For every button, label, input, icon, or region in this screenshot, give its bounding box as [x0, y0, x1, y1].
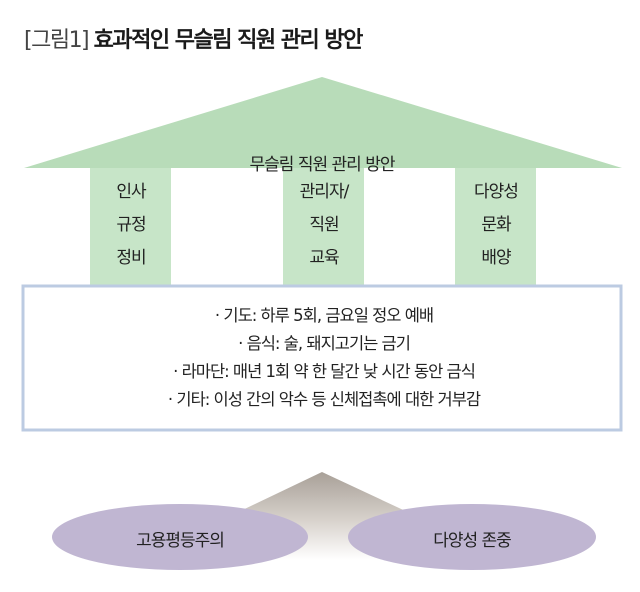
- base-ellipse-left: [52, 504, 308, 570]
- figure-number: [그림1]: [24, 28, 90, 53]
- base-label-right: 다양성 존중: [433, 531, 512, 551]
- foundation-item: · 음식: 술, 돼지고기는 금기: [238, 334, 411, 353]
- pillar-1: [90, 168, 171, 286]
- foundation-list: · 기도: 하루 5회, 금요일 정오 예배 · 음식: 술, 돼지고기는 금기…: [24, 302, 624, 414]
- roof: [24, 77, 622, 168]
- pillar-line: 배양: [481, 248, 511, 268]
- pillar-line: 정비: [116, 248, 146, 268]
- roof-label: 무슬림 직원 관리 방안: [249, 155, 396, 175]
- pillar-line: 규정: [116, 215, 146, 235]
- pillar-3: [455, 168, 536, 286]
- foundation-item: · 라마단: 매년 1회 약 한 달간 낮 시간 동안 금식: [173, 362, 476, 381]
- foundation-box: [21, 284, 623, 432]
- figure-title-text: 효과적인 무슬림 직원 관리 방안: [93, 28, 364, 53]
- pillar-line: 관리자/: [299, 182, 350, 202]
- pillar-line: 문화: [481, 215, 511, 235]
- foundation-item: · 기도: 하루 5회, 금요일 정오 예배: [214, 306, 434, 325]
- figure-title: [그림1] 효과적인 무슬림 직원 관리 방안: [24, 22, 364, 54]
- pillar-2: [283, 168, 364, 286]
- pillar-label-2: 관리자/ 직원 교육: [283, 176, 365, 275]
- pillar-label-1: 인사 규정 정비: [90, 176, 172, 275]
- pillar-line: 직원: [309, 215, 339, 235]
- foundation-item: · 기타: 이성 간의 악수 등 신체접촉에 대한 거부감: [167, 390, 481, 409]
- pillar-line: 인사: [116, 182, 146, 202]
- pillar-line: 교육: [309, 248, 339, 268]
- pillar-label-3: 다양성 문화 배양: [455, 176, 537, 275]
- pillar-line: 다양성: [474, 182, 519, 202]
- base-label-left: 고용평등주의: [136, 531, 225, 551]
- base-ellipse-right: [348, 504, 596, 570]
